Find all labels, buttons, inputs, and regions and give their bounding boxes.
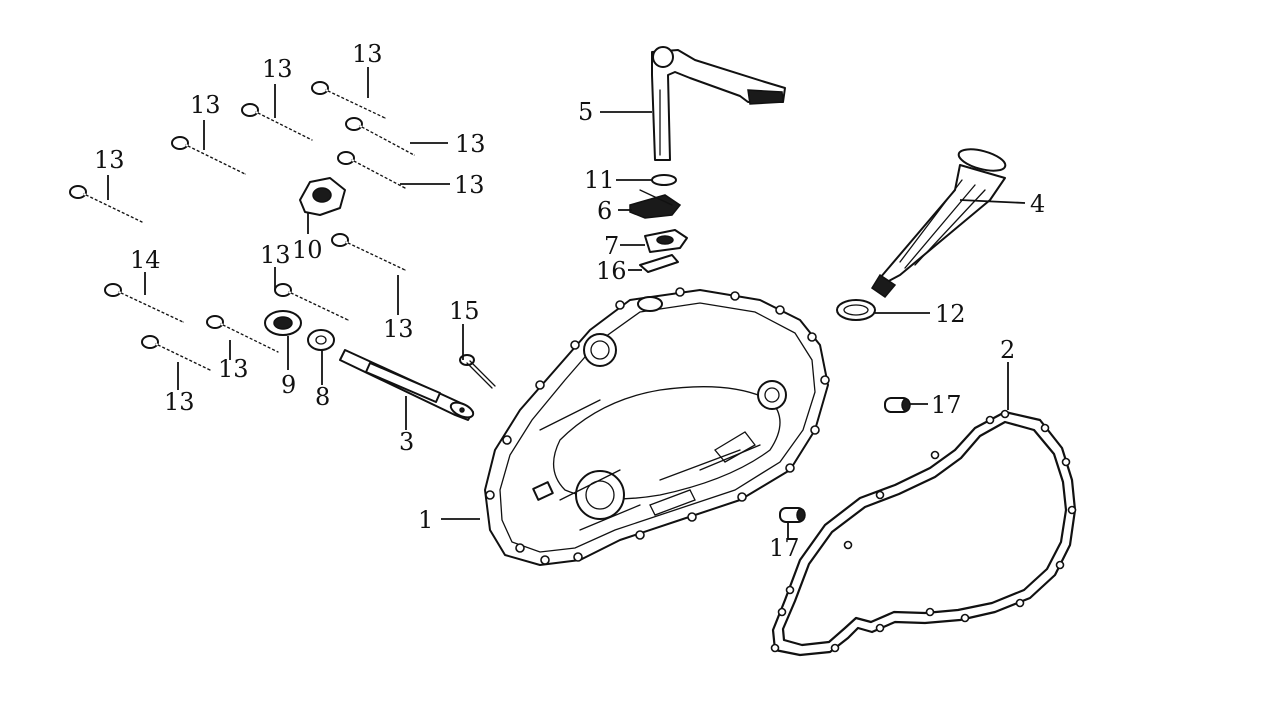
callout-14: 14 (130, 246, 161, 274)
callout-13: 13 (164, 388, 195, 416)
bolt-c (171, 136, 246, 175)
leader-lines (107, 67, 1026, 540)
callout-13: 13 (455, 130, 486, 158)
callout-5: 5 (578, 98, 593, 126)
collar-7-part (644, 229, 688, 253)
callout-12: 12 (935, 300, 966, 328)
bolt-a (311, 81, 386, 119)
callout-13: 13 (190, 91, 221, 119)
callout-17: 17 (931, 391, 962, 419)
bracket-10-part (299, 177, 346, 216)
callout-8: 8 (315, 383, 330, 411)
callout-13: 13 (383, 315, 414, 343)
bolt-j (206, 315, 279, 353)
callout-13: 13 (262, 55, 293, 83)
callout-13: 13 (260, 241, 291, 269)
bolt-f (337, 151, 406, 189)
bolt-i (104, 283, 184, 323)
bolt-d (69, 185, 143, 223)
dowel-17a-part (884, 397, 911, 413)
dowel-17b-part (779, 507, 806, 523)
bolt-h (274, 283, 349, 321)
seal-9-part (264, 310, 302, 336)
bolt-b (241, 103, 313, 141)
callout-16: 16 (596, 257, 627, 285)
washer-11-part (651, 174, 677, 186)
callout-13: 13 (218, 355, 249, 383)
callout-7: 7 (604, 232, 619, 260)
bolt-e (345, 117, 415, 156)
callout-3: 3 (399, 428, 414, 456)
kick-arm-part (651, 46, 786, 161)
callout-2: 2 (1000, 336, 1015, 364)
callout-15: 15 (449, 297, 480, 325)
callout-4: 4 (1030, 190, 1045, 218)
bolts-group (69, 81, 415, 371)
shaft-part (339, 349, 475, 421)
callout-11: 11 (584, 166, 615, 194)
callout-1: 1 (418, 506, 433, 534)
callout-17: 17 (769, 534, 800, 562)
bolt-g (331, 233, 406, 271)
callout-13: 13 (352, 40, 383, 68)
spring-6-part (629, 189, 682, 219)
clip-16-part (639, 254, 679, 273)
screw-15-part (459, 354, 496, 389)
callout-13: 13 (94, 146, 125, 174)
crankcase-cover-part (484, 287, 830, 566)
callout-10: 10 (292, 236, 323, 264)
dipstick-part (870, 148, 1007, 299)
o-ring-12-part (836, 299, 876, 321)
callout-13: 13 (454, 171, 485, 199)
bolt-k (141, 335, 211, 371)
gasket-part (770, 409, 1077, 657)
callout-9: 9 (281, 371, 296, 399)
callout-labels: 13 13 13 13 13 13 13 13 13 13 14 10 9 8 … (94, 40, 1045, 562)
washer-8-part (307, 329, 335, 351)
callout-6: 6 (597, 197, 612, 225)
